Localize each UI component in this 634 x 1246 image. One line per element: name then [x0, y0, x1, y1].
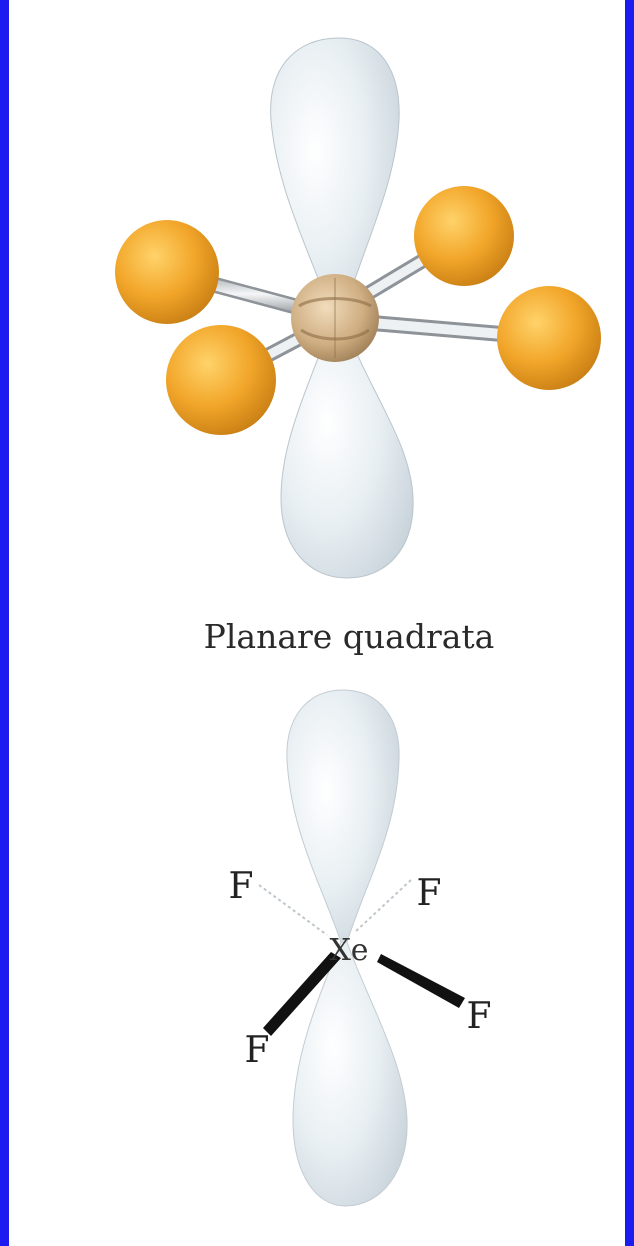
bond-left-back [259, 885, 327, 935]
ball-and-stick-model [115, 38, 601, 578]
figure-panel: Planare quadrata Xe F F F F [9, 0, 625, 1246]
ligand-atom-top-right [414, 186, 514, 286]
upper-lobe-outline [287, 690, 399, 942]
ligand-atom-right [497, 286, 601, 390]
geometry-caption: Planare quadrata [204, 617, 495, 656]
ligand-atom-left [115, 220, 219, 324]
ligand-atom-bottom-left [166, 325, 276, 435]
xe-label: Xe [329, 933, 368, 968]
fluorine-label-lower-right: F [467, 996, 492, 1037]
central-atom [291, 274, 379, 362]
bond-lower-right-wedge [377, 954, 465, 1008]
fluorine-label-lower-left: F [245, 1030, 270, 1071]
fluorine-label-upper-left: F [229, 866, 254, 907]
molecular-geometry-figure: Planare quadrata Xe F F F F [9, 0, 625, 1246]
line-structure-model: Xe F F F F [229, 690, 492, 1206]
fluorine-label-upper-right: F [417, 873, 442, 914]
